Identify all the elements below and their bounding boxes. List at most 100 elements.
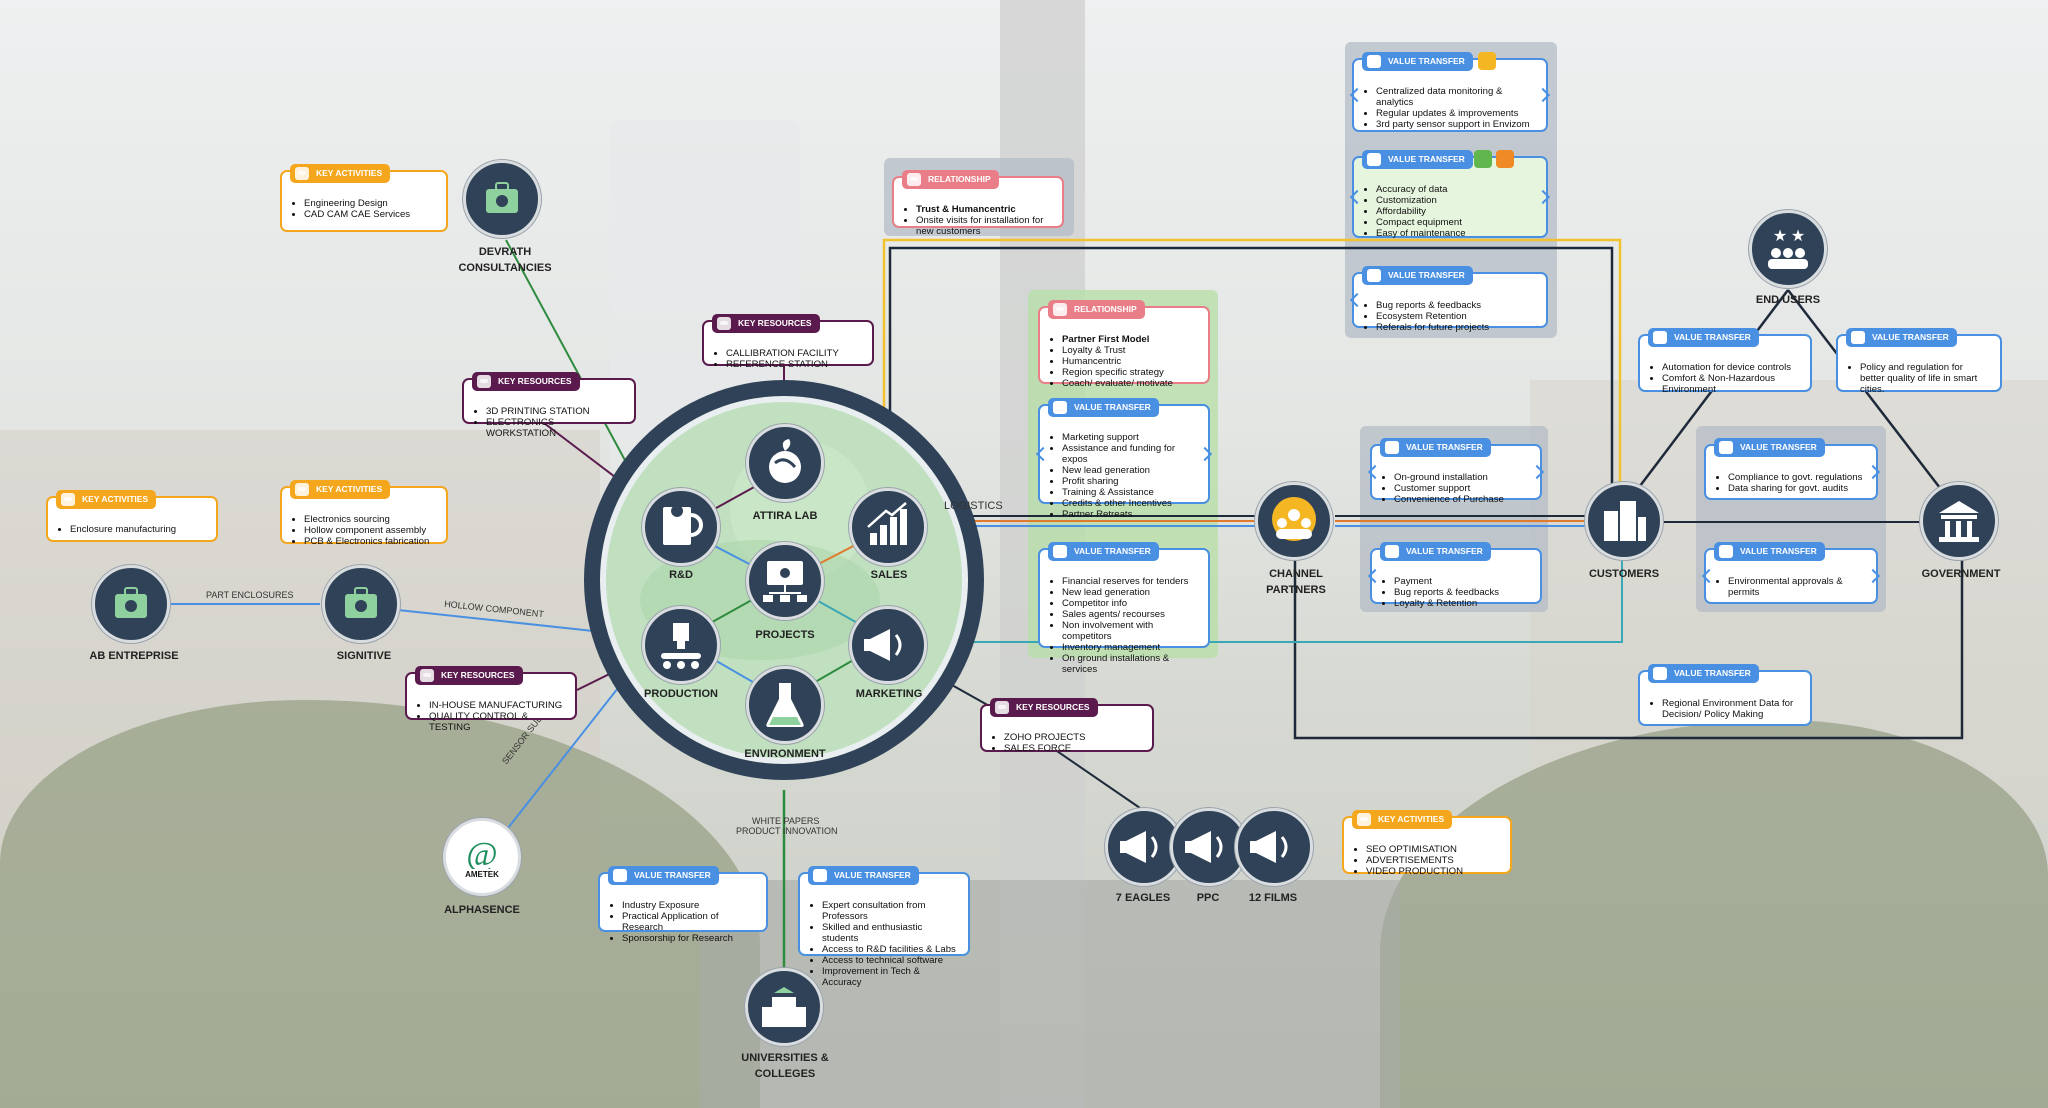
node-channel-partners[interactable] (1255, 482, 1333, 560)
edge-label-product-innovation: PRODUCT INNOVATION (736, 826, 838, 836)
card-value-transfer-accuracy: VALUE TRANSFER Accuracy of dataCustomiza… (1349, 150, 1551, 239)
label-ab-entreprise: AB ENTREPRISE (89, 650, 179, 662)
tag-value-transfer: VALUE TRANSFER (1362, 150, 1473, 169)
node-rnd[interactable] (642, 488, 720, 566)
label-government: GOVERNMENT (1921, 568, 2001, 580)
card-value-transfer-policy: VALUE TRANSFER Policy and regulation for… (1836, 328, 2002, 395)
tag-value-transfer: VALUE TRANSFER (1380, 438, 1491, 457)
megaphone-icon (1250, 831, 1288, 863)
wrench-icon (1496, 150, 1514, 168)
card-value-transfer-marketing-support: VALUE TRANSFER Marketing supportAssistan… (1035, 398, 1213, 520)
label-rnd: R&D (669, 569, 693, 581)
hand-coins-icon (717, 317, 731, 330)
tools-icon (61, 493, 75, 506)
megaphone-icon (864, 629, 902, 661)
node-signitive[interactable] (322, 565, 400, 643)
node-government[interactable] (1920, 482, 1998, 560)
edge-label-white-papers: WHITE PAPERS (752, 816, 820, 826)
label-sales: SALES (870, 569, 908, 581)
briefcase-icon (345, 587, 377, 618)
label-environment: ENVIRONMENT (744, 748, 826, 760)
svg-text:@: @ (466, 836, 497, 873)
dashboard-icon (1478, 52, 1496, 70)
hand-gift-icon (1385, 545, 1399, 558)
tag-value-transfer: VALUE TRANSFER (1714, 542, 1825, 561)
handshake-icon (1053, 303, 1067, 316)
tag-key-activities: KEY ACTIVITIES (290, 480, 391, 499)
card-key-activities-seo: KEY ACTIVITIES SEO OPTIMISATIONADVERTISE… (1342, 810, 1512, 877)
node-devrath[interactable] (463, 160, 541, 238)
label-universities: UNIVERSITIES &COLLEGES (741, 1052, 829, 1080)
flask-icon (766, 683, 804, 727)
card-value-transfer-compliance: VALUE TRANSFER Compliance to govt. regul… (1704, 438, 1881, 500)
hand-gift-icon (1367, 269, 1381, 282)
megaphone-icon (1185, 831, 1223, 863)
chevron-right-icon (1535, 189, 1551, 205)
hand-gift-icon (1719, 545, 1733, 558)
tag-value-transfer: VALUE TRANSFER (1048, 542, 1159, 561)
tag-value-transfer: VALUE TRANSFER (1380, 542, 1491, 561)
users-rating-icon: ★★ (1768, 228, 1808, 269)
hand-gift-icon (613, 869, 627, 882)
label-production: PRODUCTION (644, 688, 718, 700)
node-universities[interactable] (745, 968, 823, 1046)
card-key-activities-devrath: KEY ACTIVITIES Engineering DesignCAD CAM… (280, 164, 448, 232)
tag-key-activities: KEY ACTIVITIES (56, 490, 157, 509)
tag-value-transfer: VALUE TRANSFER (1648, 328, 1759, 347)
chevron-right-icon (1865, 568, 1881, 584)
bar-chart-growth-icon (867, 502, 907, 545)
chevron-right-icon (1197, 446, 1213, 462)
tag-value-transfer: VALUE TRANSFER (1048, 398, 1159, 417)
chevron-left-icon (1367, 568, 1383, 584)
meter-icon (1474, 150, 1492, 168)
ametek-logo-icon: @AMETEK (460, 836, 504, 879)
card-value-transfer-payment: VALUE TRANSFER PaymentBug reports & feed… (1367, 542, 1542, 609)
node-alphasence[interactable]: @AMETEK (443, 818, 521, 896)
label-end-users: END USERS (1755, 294, 1821, 306)
chevron-right-icon (1865, 464, 1881, 480)
label-projects: PROJECTS (755, 629, 815, 641)
hand-coins-icon (477, 375, 491, 388)
chevron-left-icon (1701, 568, 1717, 584)
card-relationship-trust: RELATIONSHIP Trust & HumancentricOnsite … (892, 170, 1064, 237)
node-customers[interactable] (1585, 482, 1663, 560)
node-attira-lab[interactable] (746, 424, 824, 502)
government-building-icon (1939, 501, 1979, 542)
buildings-icon (1604, 501, 1646, 541)
chevron-right-icon (1529, 464, 1545, 480)
tag-key-resources: KEY RESOURCES (472, 372, 580, 391)
tag-key-resources: KEY RESOURCES (990, 698, 1098, 717)
tag-key-activities: KEY ACTIVITIES (1352, 810, 1453, 829)
node-projects[interactable] (746, 542, 824, 620)
tag-value-transfer: VALUE TRANSFER (808, 866, 919, 885)
node-marketing[interactable] (849, 606, 927, 684)
label-attira-lab: ATTIRA LAB (752, 510, 818, 522)
tools-icon (1357, 813, 1371, 826)
node-12-films[interactable] (1235, 808, 1313, 886)
hand-gift-icon (1851, 331, 1865, 344)
hand-gift-icon (1385, 441, 1399, 454)
card-value-transfer-installation: VALUE TRANSFER On-ground installationCus… (1367, 438, 1545, 505)
node-end-users[interactable]: ★★ (1749, 210, 1827, 288)
tag-relationship: RELATIONSHIP (1048, 300, 1145, 319)
research-bulb-icon (663, 505, 703, 545)
card-value-transfer-consultation: VALUE TRANSFER Expert consultation from … (798, 866, 970, 988)
tag-value-transfer: VALUE TRANSFER (1362, 52, 1473, 71)
chevron-left-icon (1349, 292, 1365, 308)
card-key-resources-3d: KEY RESOURCES 3D PRINTING STATIONELECTRO… (462, 372, 636, 439)
node-environment[interactable] (746, 666, 824, 744)
node-ab-entreprise[interactable] (92, 565, 170, 643)
edge-label-logistics: LOGISTICS (944, 500, 1003, 512)
briefcase-icon (486, 182, 518, 213)
node-sales[interactable] (849, 488, 927, 566)
svg-text:★: ★ (1791, 228, 1805, 245)
hand-gift-icon (1367, 55, 1381, 68)
label-signitive: SIGNITIVE (336, 650, 392, 662)
node-production[interactable] (642, 606, 720, 684)
chevron-right-icon (1535, 87, 1551, 103)
svg-text:AMETEK: AMETEK (465, 870, 499, 879)
edge-label-part-enclosures: PART ENCLOSURES (206, 590, 294, 600)
